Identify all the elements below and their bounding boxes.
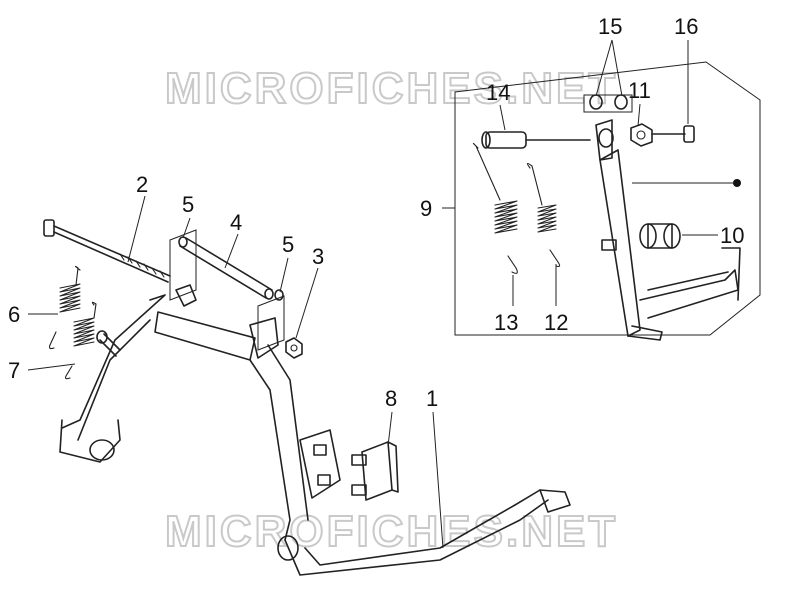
callout-5-right: 5	[282, 232, 294, 257]
leader-lines	[27, 39, 733, 549]
callout-9: 9	[420, 196, 432, 221]
dot-marker	[733, 179, 741, 187]
callout-12: 12	[544, 310, 568, 335]
callout-16: 16	[674, 14, 698, 39]
item-13-spring	[472, 142, 518, 274]
item-8-buffer	[351, 441, 399, 501]
item-11-nut	[630, 123, 653, 147]
callout-13: 13	[494, 310, 518, 335]
inset-outline	[454, 61, 761, 336]
callout-15: 15	[598, 14, 622, 39]
callout-10: 10	[720, 223, 744, 248]
callout-5-left: 5	[182, 192, 194, 217]
callout-14: 14	[486, 80, 510, 105]
item-6-spring	[48, 265, 81, 350]
item-14-pin	[481, 131, 591, 149]
small-bolt	[96, 330, 121, 357]
callout-8: 8	[385, 386, 397, 411]
item-10-bush	[601, 223, 681, 251]
item-7-spring	[64, 301, 97, 380]
item-2-long-bolt	[43, 219, 171, 283]
item-4-pin	[169, 229, 285, 351]
callout-2: 2	[136, 172, 148, 197]
callout-1: 1	[426, 386, 438, 411]
callout-7: 7	[8, 358, 20, 383]
item-12-spring	[526, 162, 561, 268]
watermark-bottom: MICROFICHES.NET	[165, 507, 618, 556]
callout-6: 6	[8, 302, 20, 327]
watermark-top: MICROFICHES.NET	[165, 64, 618, 113]
callout-labels: 2 5 4 5 3 6 7 8 1 9 10 11 12 13 14 15 16	[8, 14, 744, 411]
callout-11: 11	[628, 78, 651, 103]
callout-3: 3	[312, 244, 324, 269]
item-16-bolt	[651, 125, 695, 143]
item-1-center-stand	[59, 284, 571, 576]
item-3-nut	[285, 337, 303, 359]
callout-4: 4	[230, 210, 242, 235]
inset-stand	[595, 119, 741, 341]
